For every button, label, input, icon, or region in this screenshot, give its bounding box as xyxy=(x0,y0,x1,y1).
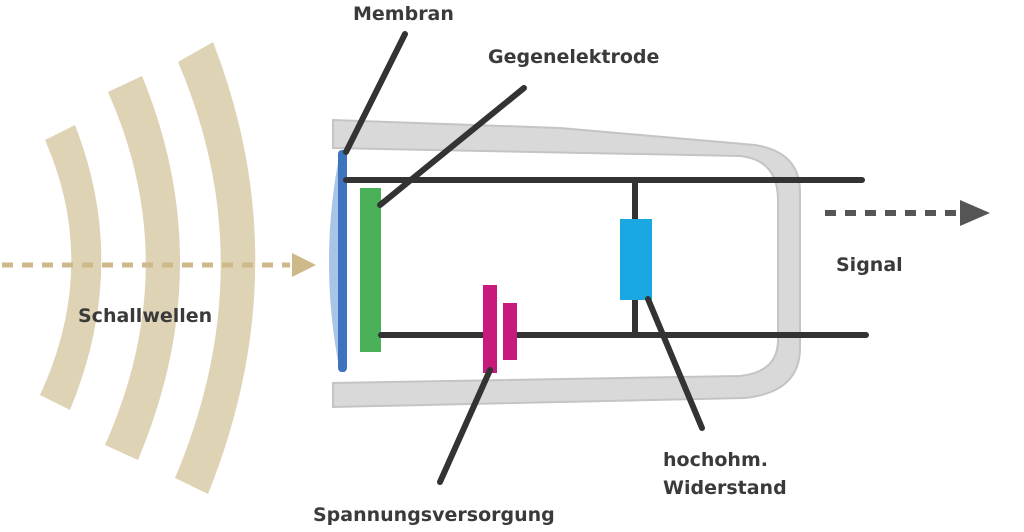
label-counter-electrode: Gegenelektrode xyxy=(488,46,659,68)
sound-arrow xyxy=(2,253,316,277)
microphone-housing xyxy=(332,118,801,409)
leader-power-supply xyxy=(437,367,493,485)
high-ohm-resistor xyxy=(620,219,652,300)
sound-wave-2 xyxy=(105,76,181,460)
leader-membrane xyxy=(343,31,408,155)
leader-resistor xyxy=(645,296,705,431)
sound-wave-1 xyxy=(40,125,102,410)
label-power-supply: Spannungsversorgung xyxy=(313,504,555,526)
label-resistor-line2: Widerstand xyxy=(663,477,787,499)
label-resistor-line1: hochohm. xyxy=(663,449,768,471)
sound-wave-3 xyxy=(175,42,256,494)
signal-arrow xyxy=(825,200,990,226)
membrane xyxy=(329,150,347,372)
label-signal: Signal xyxy=(836,254,903,276)
leader-counter-electrode xyxy=(377,85,527,208)
circuit-wires xyxy=(343,177,869,338)
sound-waves xyxy=(40,42,256,494)
power-supply-battery xyxy=(483,285,517,373)
leader-lines xyxy=(343,31,705,485)
label-sound-waves: Schallwellen xyxy=(78,305,212,327)
counter-electrode xyxy=(360,188,381,352)
label-membrane: Membran xyxy=(353,3,454,25)
